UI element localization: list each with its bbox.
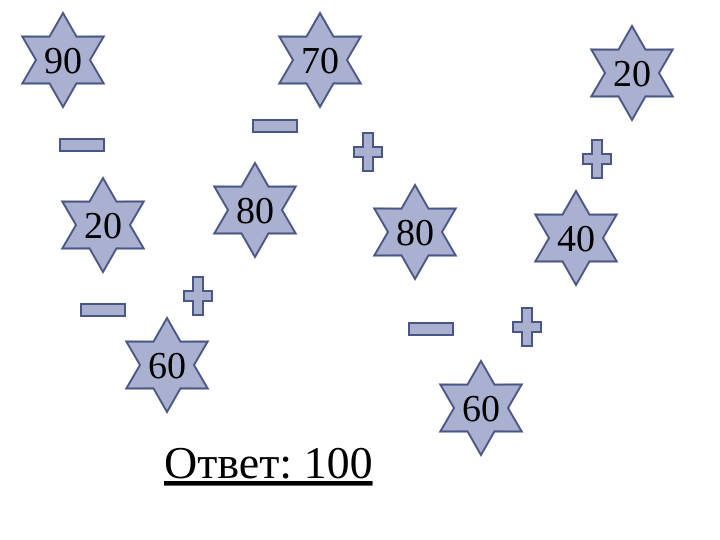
star: 20 [589, 23, 675, 123]
star: 60 [438, 358, 524, 458]
star-value: 70 [301, 40, 339, 82]
star-icon [124, 315, 210, 415]
minus-icon [80, 303, 126, 317]
minus-icon [408, 322, 454, 336]
minus-icon [252, 119, 298, 133]
star-icon [372, 182, 458, 282]
star: 80 [372, 182, 458, 282]
plus-icon [353, 132, 383, 172]
plus-icon [183, 276, 213, 316]
star-value: 20 [84, 205, 122, 247]
star-value: 80 [236, 190, 274, 232]
star-value: 60 [148, 345, 186, 387]
star-value: 90 [44, 40, 82, 82]
star-icon [438, 358, 524, 458]
star-value: 20 [613, 53, 651, 95]
star: 40 [533, 188, 619, 288]
star-value: 40 [557, 218, 595, 260]
plus-icon [582, 139, 612, 179]
minus-icon [59, 138, 105, 152]
star-value: 60 [462, 388, 500, 430]
star-value: 80 [396, 212, 434, 254]
star-icon [277, 10, 363, 110]
star-icon [212, 160, 298, 260]
star: 20 [60, 175, 146, 275]
star-icon [60, 175, 146, 275]
star-icon [533, 188, 619, 288]
plus-icon [512, 307, 542, 347]
star: 90 [20, 10, 106, 110]
star-icon [589, 23, 675, 123]
star: 60 [124, 315, 210, 415]
star: 80 [212, 160, 298, 260]
star: 70 [277, 10, 363, 110]
answer-text: Ответ: 100 [164, 437, 373, 488]
star-icon [20, 10, 106, 110]
